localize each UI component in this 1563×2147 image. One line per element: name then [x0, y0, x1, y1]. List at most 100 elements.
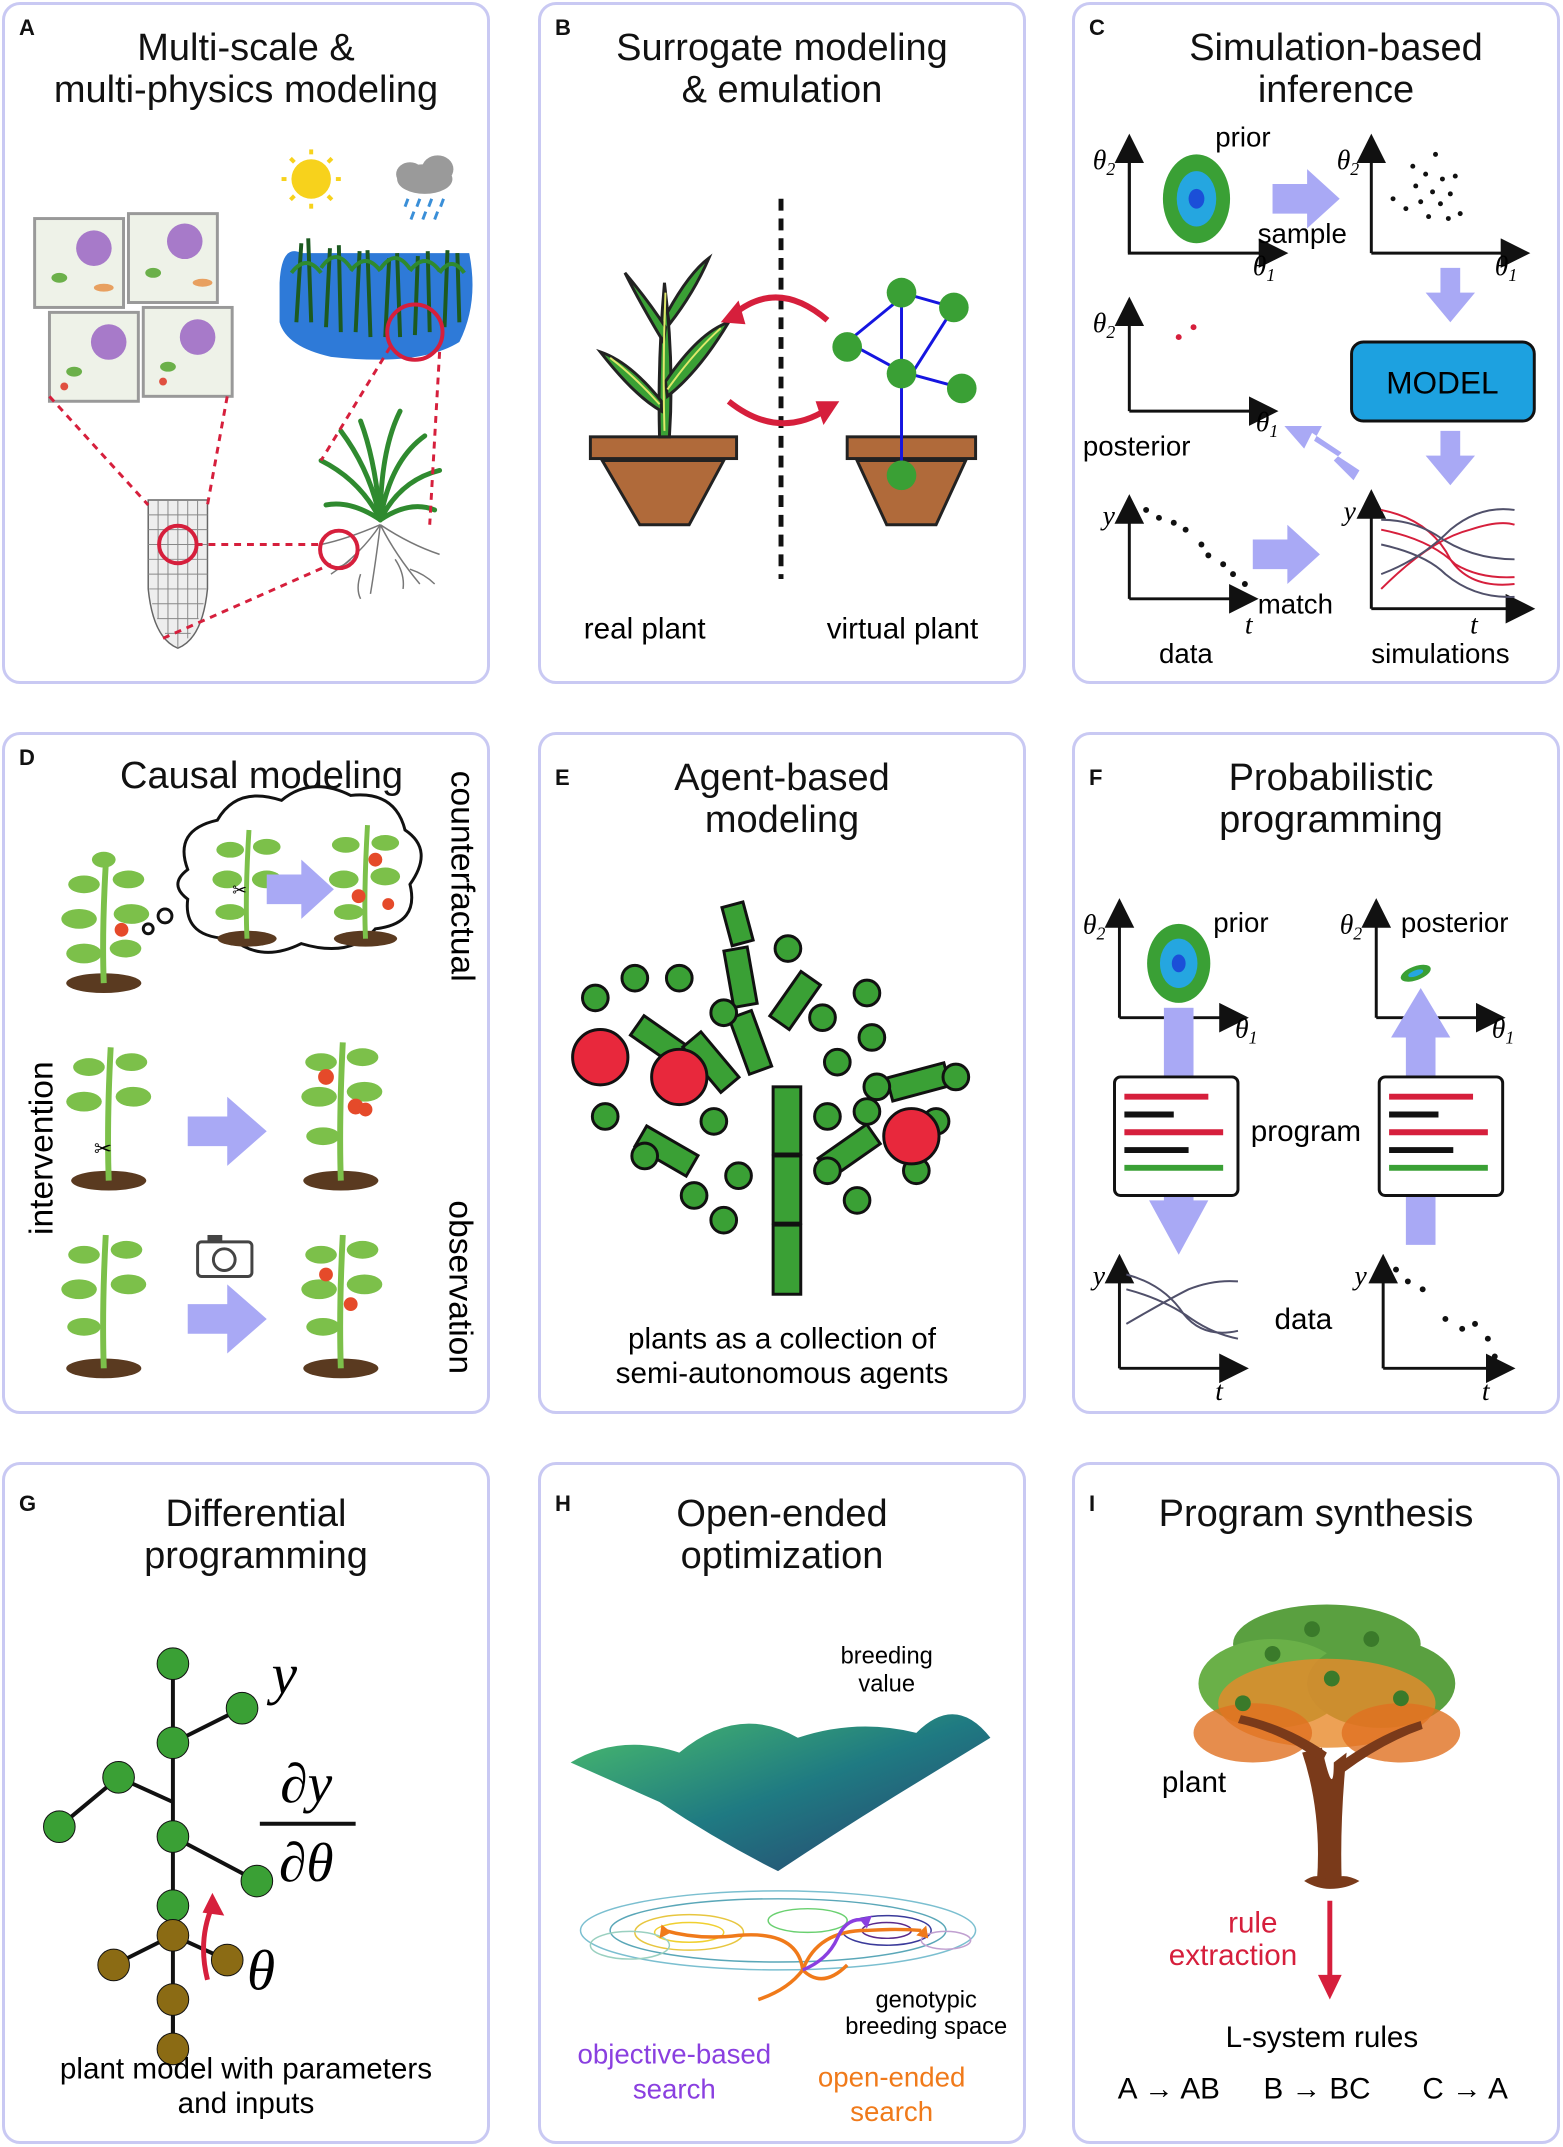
model-to-sims-arrow [1425, 430, 1476, 486]
exchange-arrows [726, 294, 830, 427]
data-plot: y t [1352, 1253, 1516, 1406]
objective-path [802, 1918, 868, 1972]
prior-down-shaft [1163, 1007, 1194, 1087]
prior-plot: θ2 θ1 prior [1083, 898, 1269, 1047]
program-box-left [1113, 1075, 1240, 1197]
agent-based-tree: plants as a collection of semi-autonomou… [571, 900, 971, 1390]
intervention-label: intervention [23, 1061, 60, 1235]
observation-label: observation [441, 1200, 478, 1374]
panel-title: Causal modeling [120, 755, 404, 797]
panel-title: Multi-scale & multi-physics modeling [53, 27, 439, 111]
prior-label: prior [1215, 121, 1270, 152]
panel-i: I Program synthesis plant rule extractio… [1072, 1462, 1560, 2144]
panel-title: Surrogate modeling & emulation [616, 27, 948, 111]
panel-e: E Agent-based modeling [538, 732, 1026, 1414]
rule-1: B → BC [1263, 2072, 1370, 2105]
panel-title: Simulation-based inference [1189, 27, 1483, 111]
caption-line-1: plants as a collection of [628, 1323, 937, 1356]
open-ended-path [663, 1927, 922, 2002]
dtheta-symbol: ∂θ [279, 1832, 334, 1893]
rule-label: rule [1228, 1906, 1277, 1939]
breeding-value-line-2: value [858, 1671, 915, 1697]
virtual-plant-label: virtual plant [827, 612, 979, 645]
posterior-plot: θ2 θ1 posterior [1340, 898, 1514, 1047]
data-label: data [1275, 1303, 1333, 1336]
differential-tree: y ∂y ∂θ θ plant model with parameters an… [43, 1643, 432, 2120]
tree-icon [1193, 1604, 1461, 1889]
model-label: MODEL [1386, 364, 1498, 400]
program-synthesis-illustration: plant rule extraction L-system rules A →… [1118, 1604, 1508, 2105]
intervention-plant-icon: ✂ [66, 1047, 152, 1191]
program-label: program [1251, 1115, 1361, 1148]
caption-line-1: plant model with parameters [60, 2053, 432, 2086]
samples-plot: θ2 θ1 [1337, 133, 1531, 285]
observation-plant-icon [61, 1234, 147, 1379]
zoom-connectors [48, 346, 442, 640]
landscape-illustration: breeding value genotypic breeding space … [570, 1644, 1007, 2127]
svg-text:θ1: θ1 [1235, 1012, 1257, 1047]
theta-symbol: θ [247, 1940, 275, 2003]
model-box [1350, 340, 1536, 423]
panel-label: G [19, 1491, 37, 1516]
svg-text:t: t [1215, 1375, 1224, 1406]
panel-title: Open-ended optimization [676, 1493, 888, 1577]
data-plot: y t data [1100, 494, 1259, 669]
virtual-plant-icon [832, 277, 978, 527]
to-posterior-arrow [1284, 425, 1360, 481]
data-label: data [1159, 638, 1213, 669]
panel-g: G Differential programming y ∂y ∂θ θ pla… [2, 1462, 490, 2144]
genotypic-line-2: breeding space [845, 2014, 1007, 2040]
tomato-plant-icon [61, 851, 150, 993]
intervention-arrow [187, 1096, 267, 1166]
objective-search-line-2: search [633, 2073, 716, 2104]
caption-line-2: semi-autonomous agents [616, 1357, 949, 1390]
theta2-label: θ2 [1093, 144, 1116, 179]
prior-label: prior [1213, 907, 1268, 938]
intervention-result-icon [301, 1042, 383, 1191]
panel-label: C [1089, 15, 1105, 40]
real-plant-label: real plant [584, 612, 707, 645]
panel-b: B Surrogate modeling & emulation [538, 2, 1026, 684]
panel-label: H [555, 1491, 571, 1516]
program-down-arrow [1149, 1200, 1209, 1255]
panel-label: F [1089, 765, 1103, 790]
genotypic-line-1: genotypic [876, 1987, 978, 2013]
match-arrow [1252, 524, 1320, 584]
posterior-label: posterior [1401, 907, 1509, 938]
panel-c: C Simulation-based inference prior θ2 θ1… [1072, 2, 1560, 684]
lsystem-label: L-system rules [1226, 2021, 1419, 2054]
panel-d: D Causal modeling counterfactual observa… [2, 732, 490, 1414]
panel-label: D [19, 745, 35, 770]
prior-plot: prior θ2 θ1 [1093, 121, 1289, 285]
crop-field-icon [279, 238, 473, 362]
plant-with-roots-icon [318, 408, 443, 600]
cell-grid-icon [33, 212, 234, 403]
svg-text:t: t [1245, 608, 1254, 639]
svg-text:θ2: θ2 [1337, 144, 1360, 179]
panel-a: A Multi-scale & multi-physics modeling [2, 2, 490, 684]
cloud-plant-result-icon [328, 824, 401, 947]
probabilistic-illustration: θ2 θ1 prior θ2 θ1 posterior [1083, 898, 1516, 1406]
sample-label: sample [1258, 218, 1347, 249]
caption-line-2: and inputs [178, 2087, 315, 2120]
posterior-plot: θ2 θ1 posterior [1083, 296, 1279, 462]
svg-text:y: y [1352, 1259, 1368, 1290]
camera-icon [196, 1234, 254, 1278]
program-box-right [1377, 1075, 1505, 1197]
match-label: match [1258, 589, 1333, 620]
svg-text:y: y [1100, 500, 1116, 531]
plant-label: plant [1162, 1766, 1227, 1799]
observation-result-icon [301, 1234, 383, 1379]
sample-output-plot: y t [1090, 1253, 1249, 1406]
sample-arrow [1272, 169, 1340, 229]
fitness-surface [570, 1714, 991, 1872]
svg-text:t: t [1470, 608, 1479, 639]
panel-f: F Probabilistic programming θ2 θ1 prior … [1072, 732, 1560, 1414]
surrogate-illustration: real plant virtual plant [584, 198, 979, 645]
y-symbol: y [267, 1643, 298, 1706]
theta1-label: θ1 [1253, 250, 1275, 285]
objective-search-line-1: objective-based [578, 2039, 772, 2070]
panel-label: I [1089, 1491, 1096, 1516]
counterfactual-label: counterfactual [443, 771, 480, 982]
program-up-arrow [1391, 988, 1451, 1038]
